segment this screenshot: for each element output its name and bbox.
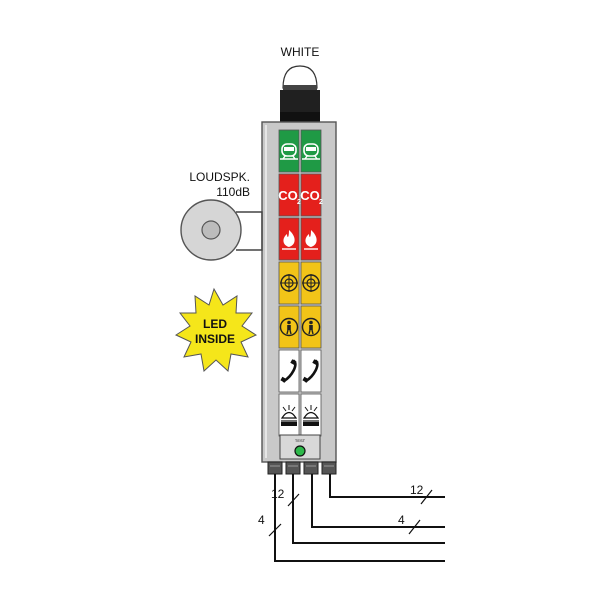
beacon-label: WHITE <box>281 45 320 59</box>
module-cell <box>278 173 300 217</box>
phone-icon <box>280 359 297 383</box>
module-lamp <box>278 393 322 437</box>
cable-slash <box>268 523 282 537</box>
flame-icon <box>304 230 318 250</box>
phone-icon <box>302 359 319 383</box>
loudspeaker-spl-label: 110dB <box>216 185 250 199</box>
led-badge-line1: LED <box>203 317 227 331</box>
train-icon <box>302 143 320 160</box>
person-icon <box>301 317 321 337</box>
cable-slash <box>287 493 300 507</box>
connector <box>267 461 283 475</box>
cable-count-label: 12 <box>271 487 285 501</box>
cable-1 <box>329 474 445 498</box>
cable-slash <box>420 489 433 505</box>
co2-text: CO <box>278 188 298 203</box>
indicator-label: TEST <box>295 438 306 443</box>
module-cell <box>300 349 322 393</box>
module-phone <box>278 349 322 393</box>
connector <box>303 461 319 475</box>
module-target <box>278 261 322 305</box>
cable-count-label: 12 <box>410 483 424 497</box>
connectors <box>267 461 337 475</box>
train-icon <box>280 143 298 160</box>
led-badge-line2: INSIDE <box>195 332 235 346</box>
co2-subscript: 2 <box>319 199 323 206</box>
loudspeaker-cone <box>201 220 221 240</box>
cable-3 <box>292 474 445 544</box>
module-cell <box>278 349 300 393</box>
target-icon <box>280 274 298 292</box>
connector <box>285 461 301 475</box>
module-person <box>278 305 322 349</box>
module-cell <box>300 173 322 217</box>
module-fire <box>278 217 322 261</box>
co2-text: CO <box>300 188 320 203</box>
beacon-collar <box>280 112 320 122</box>
cable-slashes <box>268 489 433 537</box>
lamp-icon <box>302 405 320 426</box>
indicator-led[interactable] <box>294 445 306 457</box>
beacon-lens <box>282 65 318 89</box>
flame-icon <box>282 230 296 250</box>
cable-slash <box>408 519 421 535</box>
cable-count-label: 4 <box>398 513 405 527</box>
loudspeaker-label: LOUDSPK. <box>189 170 250 184</box>
lamp-icon <box>280 405 298 426</box>
beacon-ring <box>283 85 317 90</box>
module-cell <box>278 393 300 437</box>
loudspeaker-bracket <box>236 211 263 251</box>
cable-count-label: 4 <box>258 513 265 527</box>
cables <box>274 474 445 562</box>
module-cell <box>300 393 322 437</box>
module-train <box>278 129 322 173</box>
led-starburst-badge <box>174 287 258 372</box>
cable-2 <box>311 474 445 528</box>
target-icon <box>302 274 320 292</box>
co2-subscript: 2 <box>297 199 301 206</box>
connector <box>321 461 337 475</box>
person-icon <box>279 317 299 337</box>
cable-4 <box>274 474 445 562</box>
